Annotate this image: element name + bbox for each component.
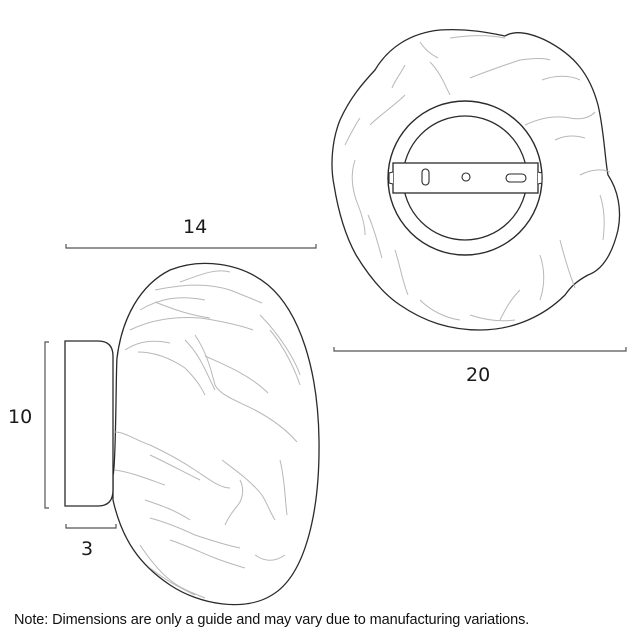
front-shade-texture (344, 35, 611, 322)
dimension-height-backplate: 10 (8, 406, 33, 428)
left-screw (388, 171, 394, 185)
side-backplate (64, 340, 114, 507)
dimension-width-front: 20 (466, 364, 491, 386)
side-dimension-lines (44, 244, 317, 529)
bracket-slot-horizontal (505, 173, 527, 183)
bracket-slot-vertical (421, 168, 430, 186)
front-dimension-lines (333, 347, 627, 352)
side-shade-texture (114, 270, 301, 599)
dimensions-disclaimer-note: Note: Dimensions are only a guide and ma… (14, 612, 530, 628)
dimension-depth-backplate: 3 (81, 538, 94, 560)
side-shade-outline (112, 262, 320, 606)
dimension-width-side: 14 (183, 216, 208, 238)
bracket-center-hole (461, 172, 471, 182)
right-screw (537, 171, 543, 185)
side-view (64, 262, 320, 606)
front-view (331, 28, 621, 331)
